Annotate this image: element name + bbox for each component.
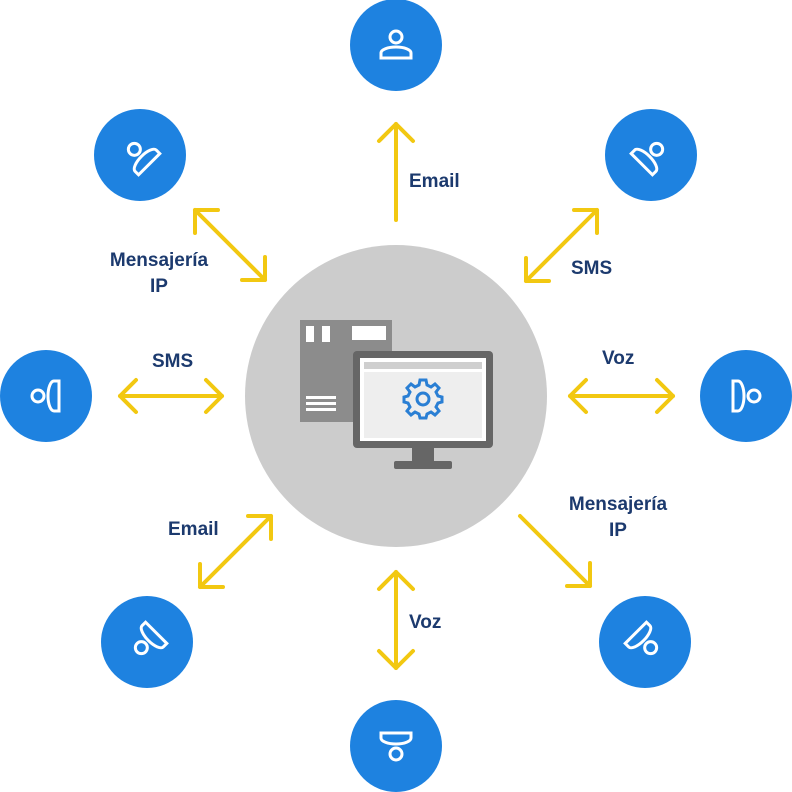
label-left: SMS [152,351,193,372]
person-icon [126,141,162,177]
label-right: Voz [602,348,634,369]
person-node-bottom-right [599,596,691,688]
arrows [118,122,675,670]
arrow-bottom-right [518,514,592,588]
label-top-left-line1: Mensajería [110,250,209,271]
person-node-left [0,350,92,442]
person-node-top-right [605,109,697,201]
label-bottom-left: Email [168,519,219,540]
label-top: Email [409,171,460,192]
arrow-bottom-left [198,514,273,589]
arrow-bottom [377,570,415,670]
label-top-left-line2: IP [150,276,168,297]
arrow-top-left [193,208,267,282]
connection-labels: Email SMS Voz Mensajería IP Voz Email SM… [110,171,668,633]
person-icon [731,379,762,413]
person-icon [623,620,659,656]
person-icon [133,620,169,656]
central-hub [245,245,547,547]
label-bottom-right-line1: Mensajería [569,494,668,515]
person-node-bottom [350,700,442,792]
arrow-right [568,378,675,414]
arrow-top [377,122,415,222]
arrow-left [118,378,224,414]
person-icon [629,141,665,177]
label-bottom-right-line2: IP [609,520,627,541]
person-icon [30,379,61,413]
person-node-top-left [94,109,186,201]
arrow-top-right [524,208,599,283]
person-icon [379,731,413,762]
person-icon [379,29,413,60]
person-node-bottom-left [101,596,193,688]
label-top-right: SMS [571,258,612,279]
person-node-top [350,0,442,91]
label-bottom: Voz [409,612,441,633]
gear-icon [402,378,444,420]
person-node-right [700,350,792,442]
